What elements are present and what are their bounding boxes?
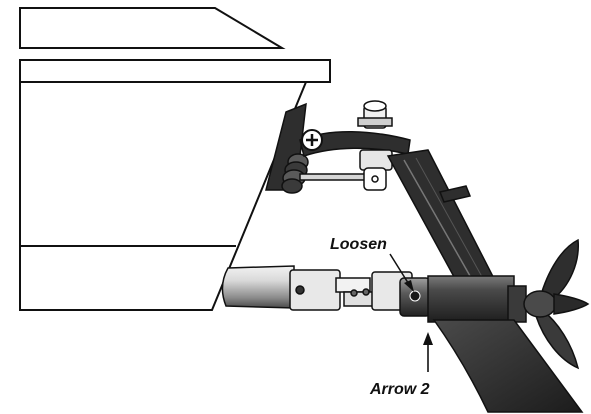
arrow-up-icon [423,332,433,372]
coupler-left-setscrew [295,285,305,295]
lower-skeg-fin [432,319,584,413]
spring-rod [299,173,369,181]
top-bolt [357,100,393,191]
lower-drive-tube [427,275,527,323]
bar-side-tab [438,185,472,203]
boat-hull [19,7,331,311]
loosen-label: Loosen [330,236,387,253]
arrow2-label: Arrow 2 [369,381,430,398]
mounting-bar [386,149,507,307]
phillips-screw-icon [301,129,323,151]
hull-top-deck [19,7,286,49]
propeller-hub [523,290,557,318]
propeller-blade-top [539,238,579,301]
shaft-coupler [289,269,413,311]
motor-shaft-tube [221,265,295,309]
hull-transom [19,81,308,311]
loosen-pointer-arrow-icon [389,253,414,292]
propeller [523,238,590,370]
propeller-blade-bottom [535,309,580,370]
set-screw-collar [399,277,431,317]
loosen-set-screw [409,290,421,302]
propeller-nose-cone [553,293,590,315]
hull-rub-rail [19,59,331,83]
